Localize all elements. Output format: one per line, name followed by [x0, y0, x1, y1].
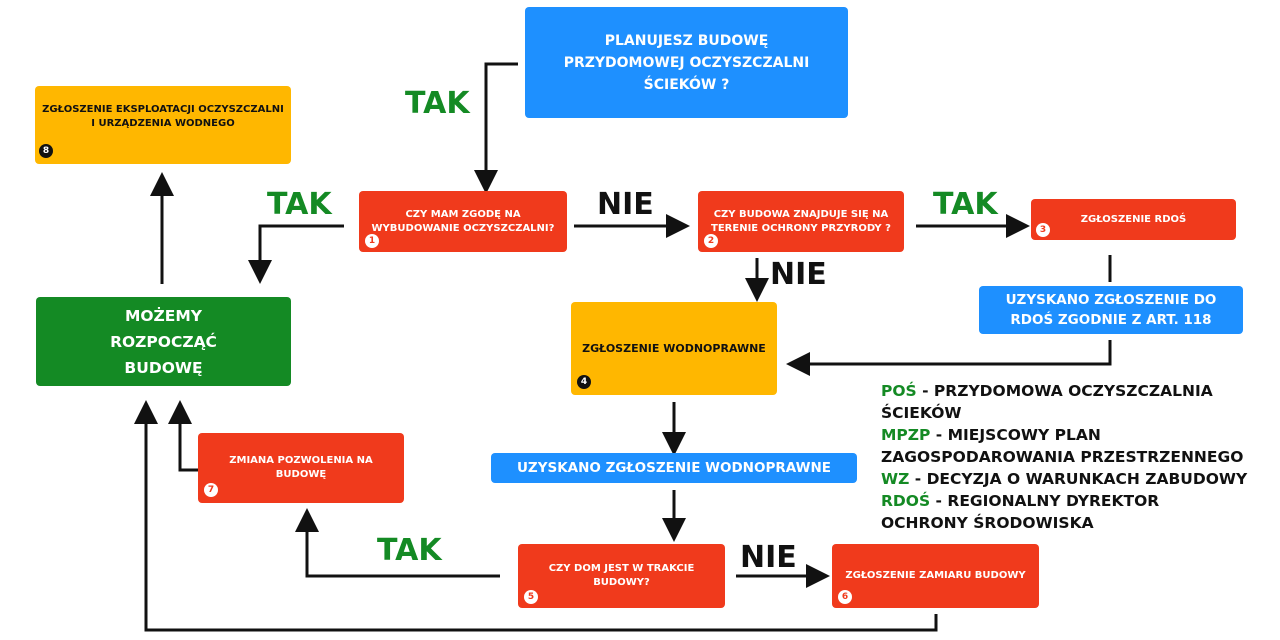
start-building-text: MOŻEMY ROZPOCZĄĆ BUDOWĘ [110, 306, 217, 377]
label-tak-q2: TAK [933, 187, 998, 222]
step-6-text: ZGŁOSZENIE ZAMIARU BUDOWY [845, 570, 1026, 581]
label-nie-q2: NIE [770, 257, 827, 292]
water-permit-obtained-text: UZYSKANO ZGŁOSZENIE WODNOPRAWNE [516, 460, 832, 476]
step-7-box: ZMIANA POZWOLENIA NA BUDOWĘ 7 [198, 433, 404, 503]
step-badge-8: 8 [39, 144, 53, 158]
label-tak-start: TAK [405, 86, 470, 121]
legend-abbr: RDOŚ [881, 492, 931, 510]
step-4-text: ZGŁOSZENIE WODNOPRAWNE [582, 342, 766, 355]
step-badge-2: 2 [704, 234, 718, 248]
step-3-box: ZGŁOSZENIE RDOŚ 3 [1031, 199, 1236, 240]
label-tak-q5: TAK [377, 533, 442, 568]
legend-text: - DECYZJA O WARUNKACH ZABUDOWY [909, 470, 1248, 488]
arrow-s6-to-build [134, 400, 938, 632]
rdos-obtained-box: UZYSKANO ZGŁOSZENIE DO RDOŚ ZGODNIE Z AR… [979, 286, 1243, 334]
arrow-q5-to-s7 [295, 508, 500, 578]
step-badge-6: 6 [838, 590, 852, 604]
question-2-text: CZY BUDOWA ZNAJDUJE SIĘ NA TERENIE OCHRO… [711, 208, 891, 234]
legend-abbr: WZ [881, 470, 910, 488]
legend-abbr: POŚ [881, 382, 917, 400]
water-permit-obtained-box: UZYSKANO ZGŁOSZENIE WODNOPRAWNE [491, 453, 857, 483]
step-3-text: ZGŁOSZENIE RDOŚ [1080, 213, 1187, 225]
step-badge-7: 7 [204, 483, 218, 497]
start-question-text: PLANUJESZ BUDOWĘ PRZYDOMOWEJ OCZYSZCZALN… [563, 32, 810, 93]
legend-item: RDOŚ - REGIONALNY DYREKTOR OCHRONY ŚRODO… [881, 490, 1251, 534]
step-badge-4: 4 [577, 375, 591, 389]
step-4-box: ZGŁOSZENIE WODNOPRAWNE 4 [571, 302, 777, 395]
abbreviations-legend: POŚ - PRZYDOMOWA OCZYSZCZALNIA ŚCIEKÓW M… [881, 380, 1251, 534]
step-8-box: ZGŁOSZENIE EKSPLOATACJI OCZYSZCZALNI I U… [35, 86, 291, 164]
label-nie-q5: NIE [740, 540, 797, 575]
step-7-text: ZMIANA POZWOLENIA NA BUDOWĘ [229, 455, 373, 480]
legend-item: MPZP - MIEJSCOWY PLAN ZAGOSPODAROWANIA P… [881, 424, 1251, 468]
question-1-text: CZY MAM ZGODĘ NA WYBUDOWANIE OCZYSZCZALN… [371, 208, 555, 234]
arrow-s7-to-build [168, 400, 198, 472]
question-1-box: CZY MAM ZGODĘ NA WYBUDOWANIE OCZYSZCZALN… [359, 191, 567, 252]
legend-text: - PRZYDOMOWA OCZYSZCZALNIA ŚCIEKÓW [881, 382, 1213, 422]
legend-abbr: MPZP [881, 426, 931, 444]
question-5-box: CZY DOM JEST W TRAKCIE BUDOWY? 5 [518, 544, 725, 608]
label-nie-q1: NIE [597, 187, 654, 222]
label-tak-q1: TAK [267, 187, 332, 222]
question-2-box: CZY BUDOWA ZNAJDUJE SIĘ NA TERENIE OCHRO… [698, 191, 904, 252]
step-badge-5: 5 [524, 590, 538, 604]
step-badge-3: 3 [1036, 223, 1050, 237]
legend-text: - REGIONALNY DYREKTOR OCHRONY ŚRODOWISKA [881, 492, 1160, 532]
arrow-rdos-to-s4 [786, 340, 1112, 376]
start-question-box: PLANUJESZ BUDOWĘ PRZYDOMOWEJ OCZYSZCZALN… [525, 7, 848, 118]
arrow-q1-to-build [248, 224, 344, 284]
arrow-start-to-q1 [474, 62, 518, 194]
legend-item: WZ - DECYZJA O WARUNKACH ZABUDOWY [881, 468, 1251, 490]
step-badge-1: 1 [365, 234, 379, 248]
start-building-box: MOŻEMY ROZPOCZĄĆ BUDOWĘ [36, 297, 291, 386]
question-5-text: CZY DOM JEST W TRAKCIE BUDOWY? [548, 563, 695, 588]
rdos-obtained-text: UZYSKANO ZGŁOSZENIE DO RDOŚ ZGODNIE Z AR… [1005, 292, 1217, 328]
legend-item: POŚ - PRZYDOMOWA OCZYSZCZALNIA ŚCIEKÓW [881, 380, 1251, 424]
step-8-text: ZGŁOSZENIE EKSPLOATACJI OCZYSZCZALNI I U… [42, 104, 284, 129]
legend-text: - MIEJSCOWY PLAN ZAGOSPODAROWANIA PRZEST… [881, 426, 1244, 466]
step-6-box: ZGŁOSZENIE ZAMIARU BUDOWY 6 [832, 544, 1039, 608]
